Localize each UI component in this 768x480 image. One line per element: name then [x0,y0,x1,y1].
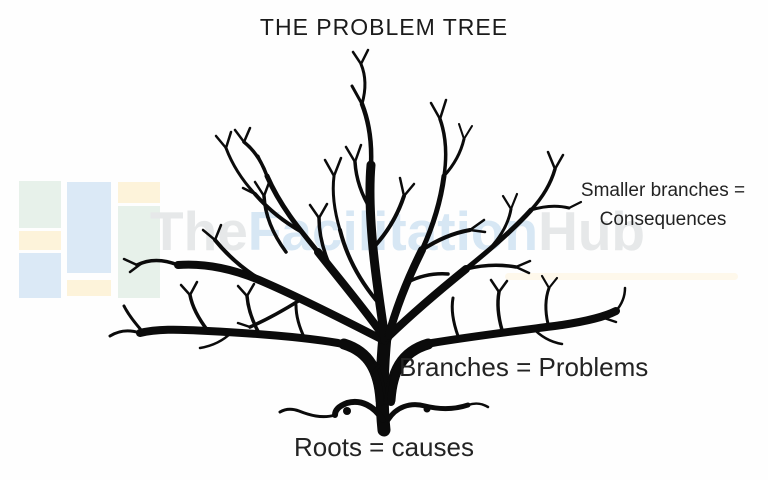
watermark-logo-square [19,231,61,250]
watermark-logo-square [19,253,61,298]
watermark-logo-square [118,206,160,298]
watermark-logo-square [67,280,111,296]
watermark-logo-square [67,182,111,273]
label-branches: Branches = Problems [399,352,649,382]
watermark-streak [505,273,738,280]
label-smaller-branches-line2: Consequences [599,209,727,230]
watermark-text-the: The [150,200,248,262]
watermark-logo-square [19,181,61,228]
label-smaller-branches: Smaller branches = Consequences [556,176,768,234]
watermark-text-hub: Hub [538,200,646,262]
label-roots: Roots = causes [294,432,474,462]
watermark-logo-square [118,182,160,203]
page-title: THE PROBLEM TREE [259,14,509,40]
label-smaller-branches-line1: Smaller branches = [580,180,746,201]
